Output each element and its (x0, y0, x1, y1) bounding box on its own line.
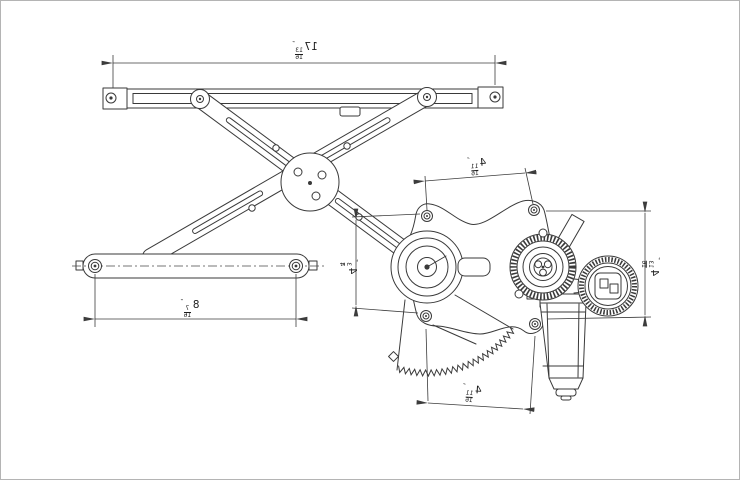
bracket-slot (457, 257, 491, 277)
motor-connector (573, 255, 639, 317)
center-pivot (280, 152, 340, 212)
dim-motor-right (546, 201, 652, 327)
dim-lower-rail (83, 274, 308, 327)
dim-motor-left (351, 208, 421, 317)
motor-end-cap (548, 377, 584, 390)
mount-hole-top-right (528, 204, 540, 216)
arm-slot (192, 190, 264, 234)
dim-motor-bottom (416, 328, 536, 415)
upper-rail (102, 86, 504, 117)
gear-housing (509, 228, 577, 301)
mount-hole-bottom-right (529, 318, 541, 330)
rivet (343, 142, 351, 150)
connector-pin-slot (599, 278, 609, 289)
dimension-lines (83, 55, 652, 415)
dim-top-rail (101, 55, 507, 88)
rivet (248, 204, 256, 212)
lower-rail (72, 253, 324, 279)
rail-clip (339, 106, 361, 117)
motor-body (526, 287, 587, 401)
arm-slot (225, 117, 293, 168)
gear-teeth (398, 327, 515, 378)
mount-hole-bottom-left (420, 310, 432, 322)
dim-motor-top (413, 167, 537, 211)
mount-hole-top-left (421, 210, 433, 222)
upper-slider-shoes (190, 87, 437, 109)
arm-slot (319, 117, 391, 161)
scissor-arms (142, 87, 437, 276)
rivet (272, 144, 280, 152)
connector-pin-slot (609, 283, 619, 294)
drum-housing (390, 230, 491, 304)
